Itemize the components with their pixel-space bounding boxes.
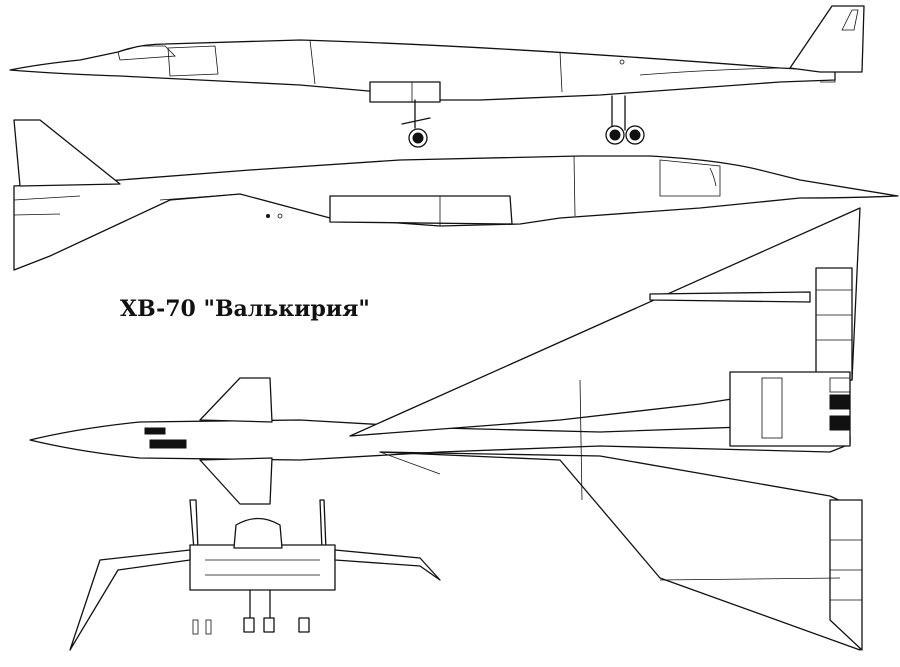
- engine-intake-mid: [329, 195, 513, 225]
- drawing-caption: XB-70 "Валькирия": [120, 296, 370, 322]
- side-view-mirrored: [13, 119, 899, 271]
- engine-intake-top: [369, 81, 441, 103]
- cockpit-front: [233, 517, 283, 549]
- top-view: [29, 207, 863, 651]
- wingtip-right: [334, 549, 441, 581]
- wing-lower: [379, 451, 861, 651]
- vertical-tail-mid: [13, 119, 121, 187]
- wingtip-left: [69, 549, 191, 651]
- front-view: [69, 499, 441, 651]
- side-view-top: [9, 5, 865, 148]
- canard-left: [199, 377, 273, 423]
- vertical-tail-top: [789, 5, 865, 73]
- canard-right: [199, 457, 273, 505]
- engine-bay: [729, 371, 851, 447]
